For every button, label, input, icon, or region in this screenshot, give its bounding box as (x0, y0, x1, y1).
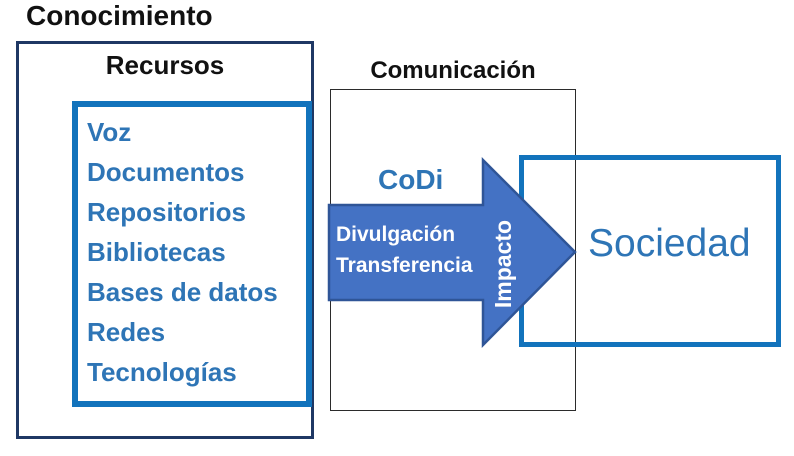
codi-label: CoDi (378, 164, 444, 195)
recursos-heading: Recursos (105, 50, 225, 80)
sociedad-label: Sociedad (588, 222, 751, 265)
arrow-line-divulgacion: Divulgación (336, 223, 456, 246)
arrow-head-impacto-label: Impacto (490, 219, 516, 309)
arrow-line-transferencia: Transferencia (336, 254, 473, 277)
resource-item-bibliotecas: Bibliotecas (87, 237, 226, 267)
resource-item-repositorios: Repositorios (87, 197, 246, 227)
resources-list-box: Voz Documentos Repositorios Bibliotecas … (72, 101, 312, 407)
resource-item-tecnologias: Tecnologías (87, 357, 237, 387)
resource-item-voz: Voz (87, 117, 132, 147)
arrow-body-text: Divulgación Transferencia (336, 219, 486, 281)
comunicacion-heading: Comunicación (370, 57, 536, 84)
conocimiento-title: Conocimiento (26, 0, 213, 31)
resource-item-bases-de-datos: Bases de datos (87, 277, 278, 307)
resource-item-documentos: Documentos (87, 157, 245, 187)
resource-item-redes: Redes (87, 317, 166, 347)
